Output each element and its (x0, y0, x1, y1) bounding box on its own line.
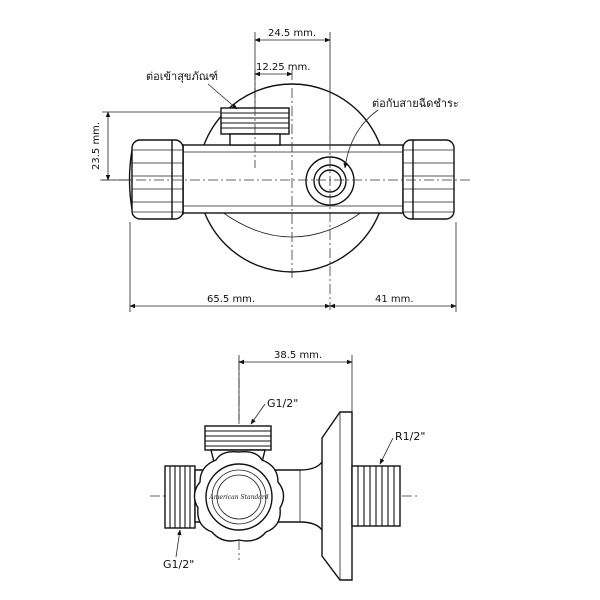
label-outlet: ต่อกับสายฉีดชำระ (372, 97, 459, 110)
dim-bottom-top: 38.5 mm. (274, 350, 322, 361)
label-top-thread: G1/2" (267, 397, 298, 410)
top-view: 24.5 mm. 12.25 mm. 23.5 mm. 65.5 mm. 41 … (91, 28, 470, 312)
valve-body (182, 144, 404, 214)
right-thread-nipple (351, 465, 401, 527)
bottom-view: 38.5 mm. (150, 350, 425, 581)
top-thread-nipple (204, 425, 272, 463)
right-knob (402, 139, 455, 220)
dim-bottom-left: 65.5 mm. (207, 294, 255, 305)
left-knob (128, 139, 184, 220)
dim-left-height: 23.5 mm. (91, 122, 102, 170)
left-thread-nipple (164, 465, 196, 529)
escutcheon-cone (321, 411, 353, 581)
dim-top-inner: 12.25 mm. (256, 62, 310, 73)
label-left-thread: G1/2" (163, 558, 194, 571)
brand-logo: American Standard (208, 494, 268, 501)
dim-bottom-right: 41 mm. (375, 294, 414, 305)
label-right-thread: R1/2" (395, 430, 425, 443)
dim-top-outer: 24.5 mm. (268, 28, 316, 39)
label-inlet: ต่อเข้าสุขภัณฑ์ (146, 70, 218, 83)
valve-handle: American Standard (193, 450, 285, 542)
